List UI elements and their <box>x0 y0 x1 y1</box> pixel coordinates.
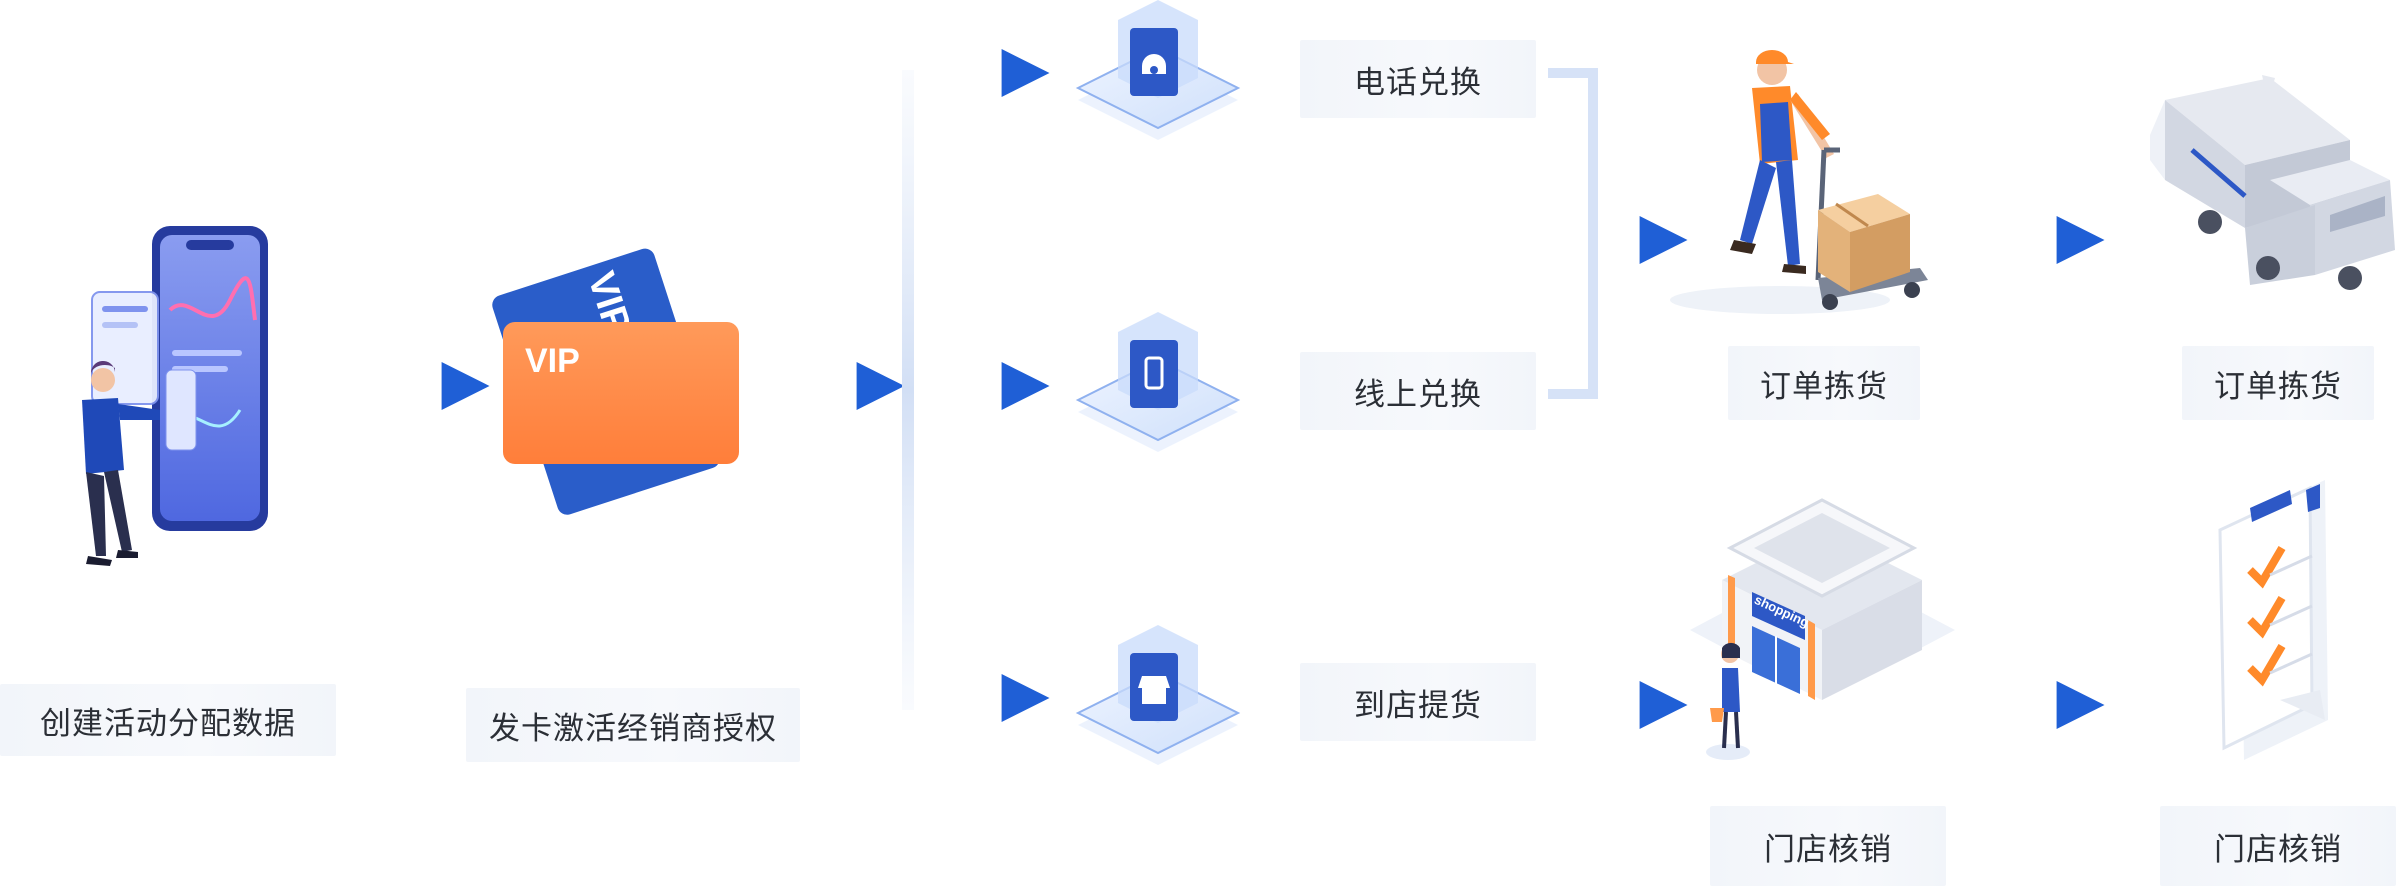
vip-card-icon: VIP VIP <box>492 248 739 515</box>
label-pick-2: 订单拣货 <box>2182 346 2374 420</box>
label-verify-2: 门店核销 <box>2160 806 2396 886</box>
branch-line <box>902 70 914 710</box>
storefront-tile <box>1075 625 1241 765</box>
label-create: 创建活动分配数据 <box>0 684 336 756</box>
phone-handset-icon <box>1142 54 1166 74</box>
worker-cart-icon <box>1670 50 1928 314</box>
phone-handset-tile <box>1075 0 1241 140</box>
label-pick-1: 订单拣货 <box>1728 346 1920 420</box>
delivery-truck-icon <box>2150 75 2395 290</box>
shop-building-icon: shopping <box>1690 498 1955 760</box>
card-front-text: VIP <box>525 342 580 380</box>
label-verify-1: 门店核销 <box>1710 806 1946 886</box>
mobile-phone-icon <box>1144 356 1164 390</box>
mobile-phone-tile <box>1075 312 1241 452</box>
label-online: 线上兑换 <box>1300 352 1536 430</box>
label-issue: 发卡激活经销商授权 <box>466 688 800 762</box>
checklist-icon <box>2218 480 2328 760</box>
label-phone: 电话兑换 <box>1300 40 1536 118</box>
person-phone-illustration <box>82 226 268 566</box>
label-store: 到店提货 <box>1300 663 1536 741</box>
storefront-icon <box>1138 676 1170 704</box>
